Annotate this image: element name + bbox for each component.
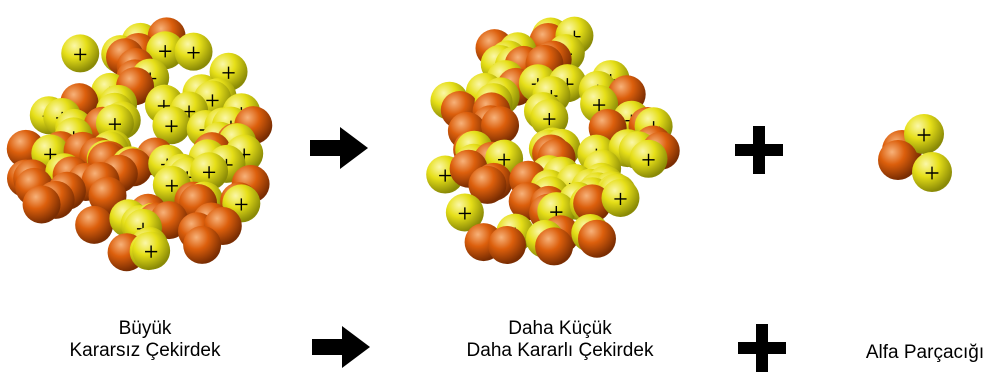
label-line: Büyük — [40, 318, 250, 340]
proton — [132, 232, 170, 270]
alpha-particle-label: Alfa Parçacığı — [850, 342, 1000, 364]
proton — [175, 33, 213, 71]
plus-icon — [738, 324, 786, 372]
neutron — [75, 206, 113, 244]
proton — [912, 152, 952, 192]
neutron — [23, 185, 61, 223]
smaller-nucleus — [426, 17, 680, 266]
neutron — [488, 226, 526, 264]
proton — [601, 179, 639, 217]
label-line: Alfa Parçacığı — [850, 342, 1000, 364]
alpha-particle — [878, 114, 952, 192]
neutron — [535, 227, 573, 265]
right-arrow-icon — [310, 127, 368, 169]
neutron — [183, 226, 221, 264]
large-nucleus — [7, 17, 272, 271]
plus-icon — [735, 126, 783, 174]
neutron — [578, 220, 616, 258]
label-line: Daha Kararlı Çekirdek — [440, 340, 680, 362]
large-unstable-nucleus-label: Büyük Kararsız Çekirdek — [40, 318, 250, 362]
neutron — [878, 140, 918, 180]
label-line: Kararsız Çekirdek — [40, 340, 250, 362]
right-arrow-icon — [312, 326, 370, 368]
label-line: Daha Küçük — [440, 318, 680, 340]
smaller-stable-nucleus-label: Daha Küçük Daha Kararlı Çekirdek — [440, 318, 680, 362]
proton — [630, 140, 668, 178]
proton — [61, 34, 99, 72]
